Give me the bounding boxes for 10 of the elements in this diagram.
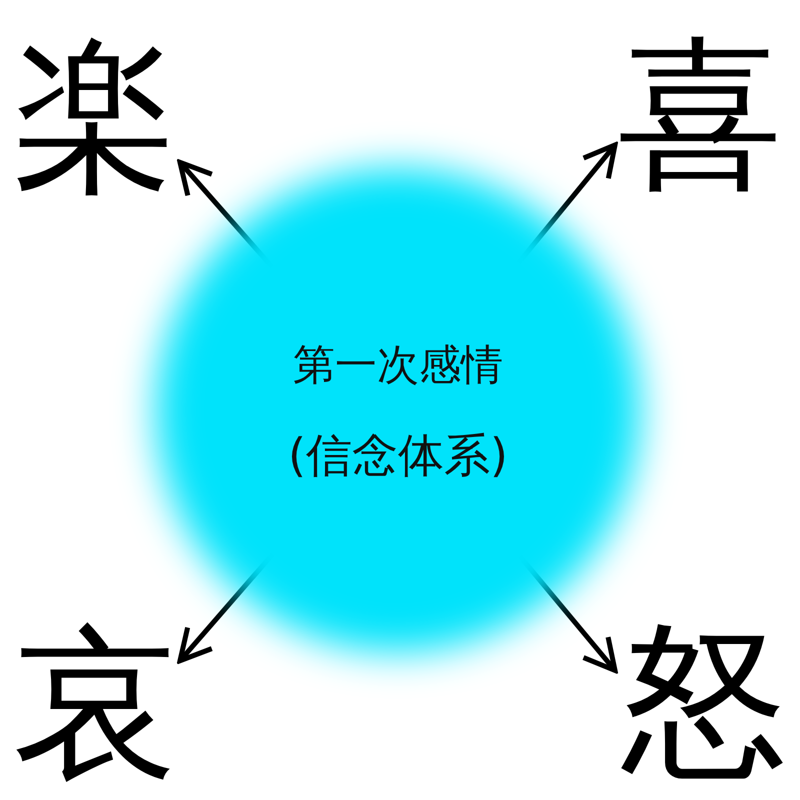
emotion-character: 怒 xyxy=(615,610,795,795)
circle-title: 第一次感情 xyxy=(293,339,503,391)
emotion-character: 楽 xyxy=(10,25,180,205)
circle-subtitle: (信念体系) xyxy=(288,427,508,484)
emotion-character: 喜 xyxy=(615,25,785,205)
arrow xyxy=(178,160,281,277)
arrow xyxy=(511,546,618,673)
emotion-character: 哀 xyxy=(10,615,180,795)
arrow xyxy=(510,142,618,272)
arrow xyxy=(178,544,282,664)
